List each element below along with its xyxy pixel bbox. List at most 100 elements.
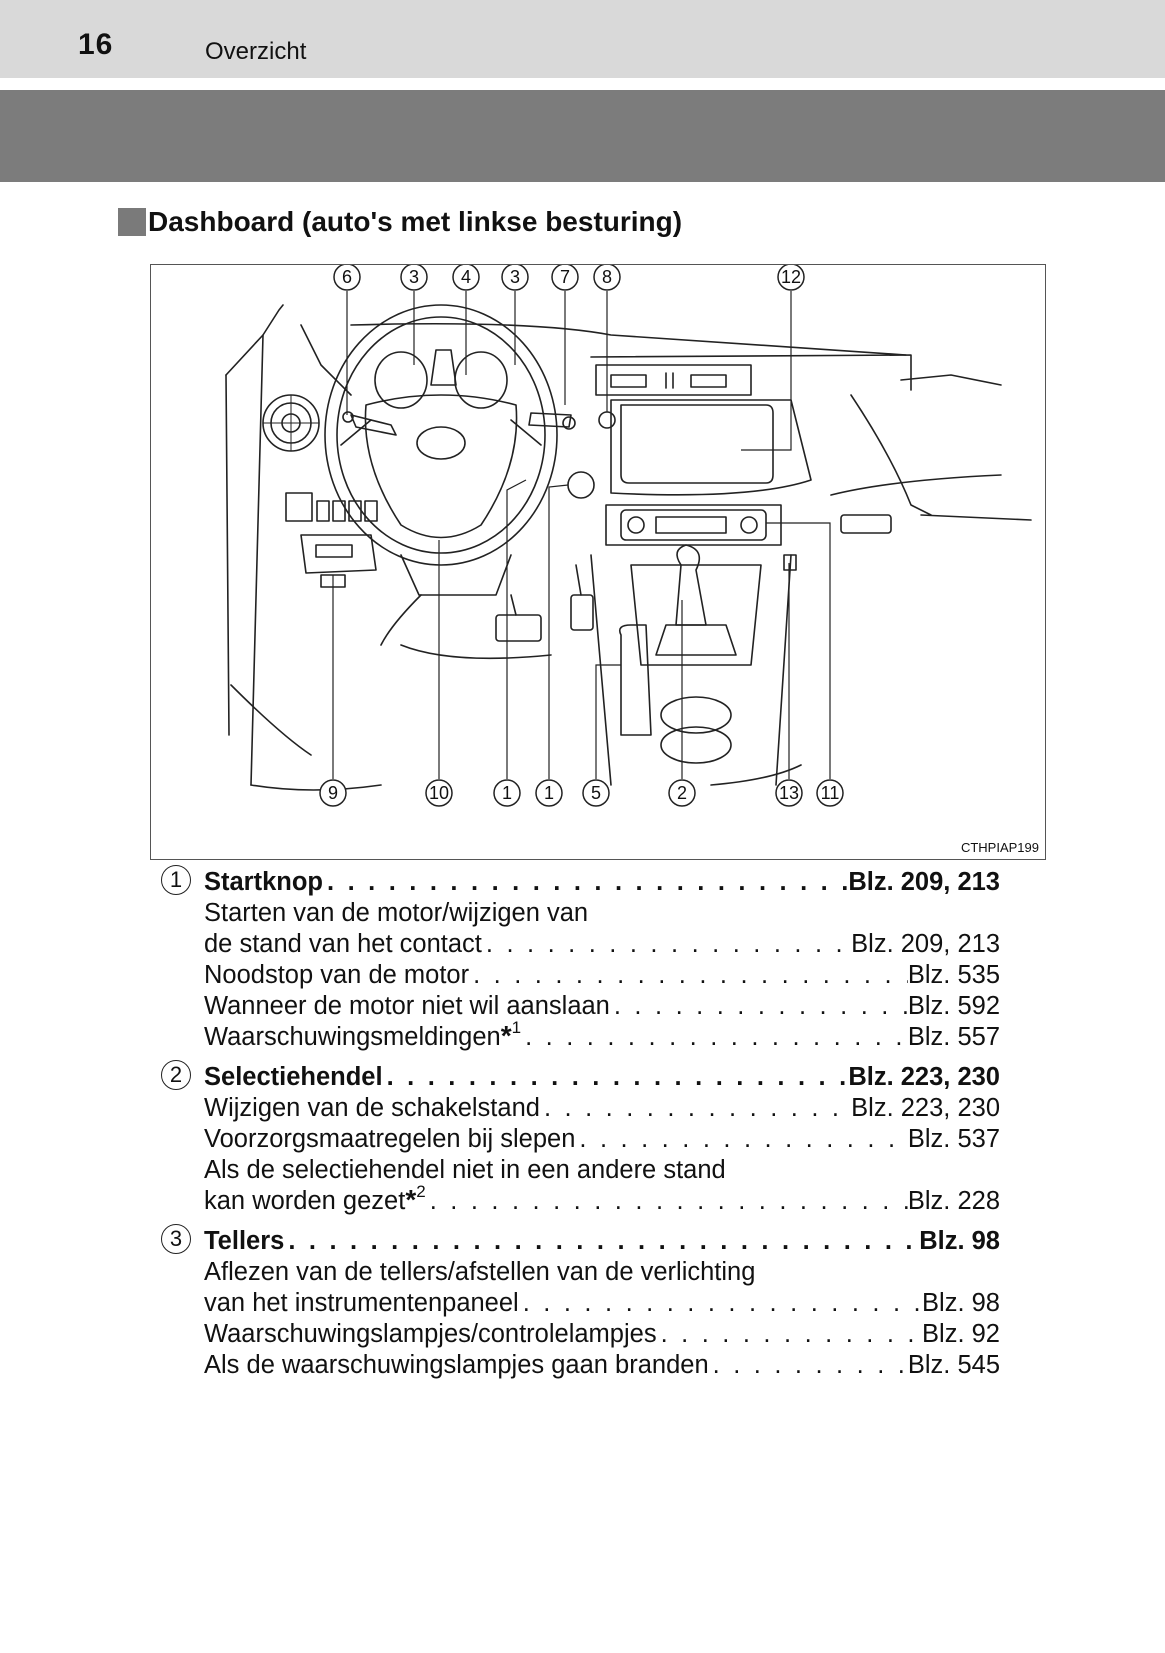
subline-page-ref[interactable]: Blz. 557 (907, 1023, 1000, 1051)
footnote-number: 1 (511, 1018, 522, 1037)
dot-leader: . . . . . . . . . . . . . . . . . . . . … (543, 1094, 851, 1122)
entry-number-badge: 3 (161, 1224, 191, 1254)
subline-label: Als de selectiehendel niet in een andere… (204, 1156, 726, 1184)
svg-text:6: 6 (342, 267, 352, 287)
entry-page-ref[interactable]: Blz. 223, 230 (848, 1063, 1000, 1091)
footnote-star: * (405, 1184, 417, 1215)
heading-text: Dashboard (auto's met linkse besturing) (148, 206, 683, 237)
callout-9: 9 (319, 779, 347, 807)
figure-code: CTHPIAP199 (960, 840, 1039, 855)
dot-leader: . . . . . . . . . . . . . . . . . . . . … (712, 1351, 908, 1379)
dot-leader: . . . . . . . . . . . . . . . . . . . . … (579, 1125, 907, 1153)
callout-10: 10 (425, 779, 453, 807)
heading-square-icon (118, 208, 146, 236)
callout-3b: 3 (501, 265, 529, 291)
entry-number-badge: 1 (161, 865, 191, 895)
subline-label: Aflezen van de tellers/afstellen van de … (204, 1258, 756, 1286)
callout-7: 7 (551, 265, 579, 291)
entry-number-badge: 2 (161, 1060, 191, 1090)
dot-leader: . . . . . . . . . . . . . . . . . . . . … (660, 1320, 922, 1348)
svg-text:7: 7 (560, 267, 570, 287)
svg-text:4: 4 (461, 267, 471, 287)
entry-title-line: Selectiehendel . . . . . . . . . . . . .… (204, 1058, 1000, 1092)
svg-text:12: 12 (781, 267, 801, 287)
subline-page-ref[interactable]: Blz. 545 (907, 1351, 1000, 1379)
dot-leader: . . . . . . . . . . . . . . . . . . . . … (525, 1023, 908, 1051)
entry-title: Tellers (204, 1227, 285, 1255)
subline-page-ref[interactable]: Blz. 92 (922, 1320, 1000, 1348)
entry-page-ref[interactable]: Blz. 98 (919, 1227, 1000, 1255)
entry-subline: kan worden gezet*2 . . . . . . . . . . .… (204, 1182, 1000, 1216)
subline-label: Wijzigen van de schakelstand (204, 1094, 540, 1122)
svg-text:8: 8 (602, 267, 612, 287)
entry-title: Startknop (204, 868, 324, 896)
dot-leader: . . . . . . . . . . . . . . . . . . . . … (613, 992, 908, 1020)
subline-page-ref[interactable]: Blz. 592 (907, 992, 1000, 1020)
page-number: 16 (78, 28, 114, 61)
dot-leader: . . . . . . . . . . . . . . . . . . . . … (288, 1227, 919, 1255)
entry-subline: Aflezen van de tellers/afstellen van de … (204, 1256, 1000, 1287)
svg-text:2: 2 (677, 783, 687, 803)
subline-page-ref[interactable]: Blz. 535 (907, 961, 1000, 989)
callout-5: 5 (582, 779, 610, 807)
svg-text:1: 1 (502, 783, 512, 803)
callout-1b: 1 (535, 779, 563, 807)
header-bar: 16 Overzicht (0, 0, 1165, 78)
subline-label: Waarschuwingslampjes/controlelampjes (204, 1320, 657, 1348)
entry-item: 2 Selectiehendel . . . . . . . . . . . . … (0, 1058, 1165, 1216)
subline-page-ref[interactable]: Blz. 223, 230 (851, 1094, 1000, 1122)
dot-leader: . . . . . . . . . . . . . . . . . . . . … (522, 1289, 922, 1317)
entry-item: 1 Startknop . . . . . . . . . . . . . . .… (0, 863, 1165, 1052)
svg-text:5: 5 (591, 783, 601, 803)
subline-label: de stand van het contact (204, 930, 482, 958)
subline-page-ref[interactable]: Blz. 537 (907, 1125, 1000, 1153)
subline-label: Waarschuwingsmeldingen*1 (204, 1018, 522, 1051)
entry-subline: Wanneer de motor niet wil aanslaan . . .… (204, 990, 1000, 1021)
entry-subline: van het instrumentenpaneel . . . . . . .… (204, 1287, 1000, 1318)
subline-label: Noodstop van de motor (204, 961, 470, 989)
entry-subline: Waarschuwingslampjes/controlelampjes . .… (204, 1318, 1000, 1349)
entry-page-ref[interactable]: Blz. 209, 213 (848, 868, 1000, 896)
subline-label: van het instrumentenpaneel (204, 1289, 519, 1317)
callout-2: 2 (668, 779, 696, 807)
svg-text:3: 3 (510, 267, 520, 287)
subline-page-ref[interactable]: Blz. 209, 213 (851, 930, 1000, 958)
callout-11: 11 (816, 779, 844, 807)
callout-12: 12 (777, 265, 805, 291)
dashboard-drawing: 6 3 4 3 7 8 12 9 10 1 1 5 2 13 11 (225, 265, 1032, 807)
subline-page-ref[interactable]: Blz. 98 (922, 1289, 1000, 1317)
entry-title: Selectiehendel (204, 1063, 383, 1091)
svg-text:11: 11 (821, 783, 840, 803)
callout-3a: 3 (400, 265, 428, 291)
entry-subline: Voorzorgsmaatregelen bij slepen . . . . … (204, 1123, 1000, 1154)
subline-label: kan worden gezet*2 (204, 1182, 426, 1215)
callout-4: 4 (452, 265, 480, 291)
svg-text:10: 10 (429, 783, 449, 803)
dot-leader: . . . . . . . . . . . . . . . . . . . . … (485, 930, 851, 958)
footnote-number: 2 (416, 1182, 426, 1201)
subline-label: Voorzorgsmaatregelen bij slepen (204, 1125, 576, 1153)
svg-text:1: 1 (544, 783, 554, 803)
entry-title-line: Tellers . . . . . . . . . . . . . . . . … (204, 1222, 1000, 1256)
entry-subline: Noodstop van de motor . . . . . . . . . … (204, 959, 1000, 990)
footnote-star: * (500, 1020, 512, 1051)
entry-subline: Waarschuwingsmeldingen*1 . . . . . . . .… (204, 1018, 1000, 1052)
subline-label: Starten van de motor/wijzigen van (204, 899, 589, 927)
callout-8: 8 (593, 265, 621, 291)
entry-subline: Als de waarschuwingslampjes gaan branden… (204, 1349, 1000, 1380)
svg-text:9: 9 (328, 783, 338, 803)
section-heading: Dashboard (auto's met linkse besturing) (118, 205, 682, 239)
dot-leader: . . . . . . . . . . . . . . . . . . . . … (327, 868, 848, 896)
entry-item: 3 Tellers . . . . . . . . . . . . . . . .… (0, 1222, 1165, 1380)
entry-subline: Wijzigen van de schakelstand . . . . . .… (204, 1092, 1000, 1123)
dot-leader: . . . . . . . . . . . . . . . . . . . . … (473, 961, 908, 989)
subline-page-ref[interactable]: Blz. 228 (907, 1187, 1000, 1215)
entry-subline: de stand van het contact . . . . . . . .… (204, 928, 1000, 959)
callout-1a: 1 (493, 779, 521, 807)
callout-6: 6 (333, 265, 361, 291)
callout-13: 13 (775, 779, 803, 807)
dashboard-illustration: 6 3 4 3 7 8 12 9 10 1 1 5 2 13 11 CTHPIA… (150, 264, 1046, 860)
header-band (0, 90, 1165, 182)
entry-subline: Starten van de motor/wijzigen van (204, 897, 1000, 928)
entry-title-line: Startknop . . . . . . . . . . . . . . . … (204, 863, 1000, 897)
